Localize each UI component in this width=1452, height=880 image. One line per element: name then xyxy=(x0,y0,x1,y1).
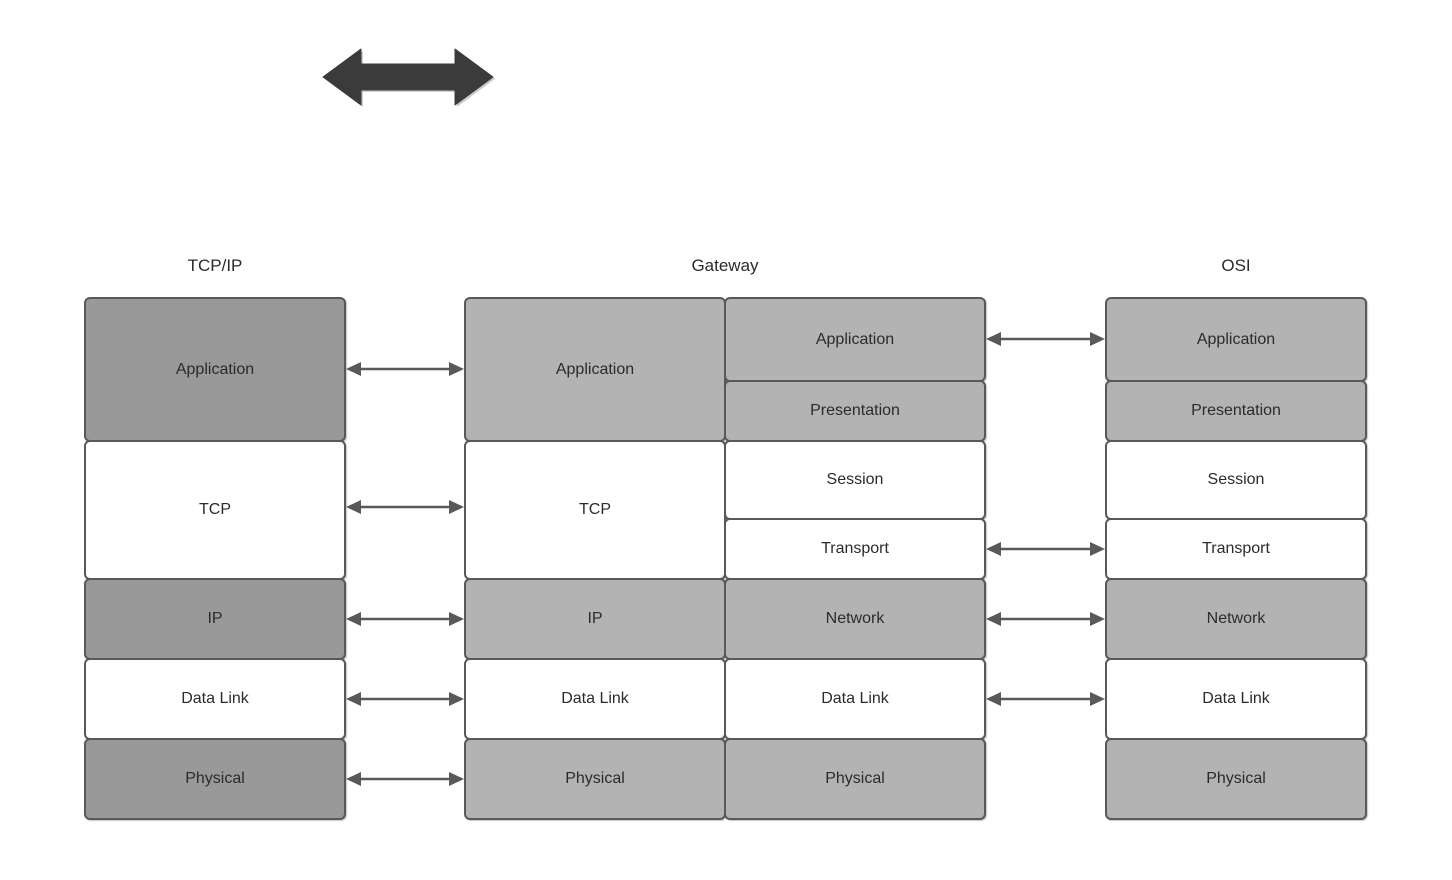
gateway-osi-layer-application[interactable]: Application xyxy=(724,297,986,382)
osi-layer-transport[interactable]: Transport xyxy=(1105,518,1367,580)
connector-ip-left-icon xyxy=(346,612,464,626)
gateway-osi-layer-session[interactable]: Session xyxy=(724,440,986,520)
tcpip-layer-data-link[interactable]: Data Link xyxy=(84,658,346,740)
gateway-osi-layer-data-link[interactable]: Data Link xyxy=(724,658,986,740)
column-title-osi: OSI xyxy=(1221,256,1251,275)
gateway-tcpip-layer-application[interactable]: Application xyxy=(464,297,726,442)
tcpip-layer-physical[interactable]: Physical xyxy=(84,738,346,820)
gateway-osi-layer-network[interactable]: Network xyxy=(724,578,986,660)
gateway-osi-layer-presentation[interactable]: Presentation xyxy=(724,380,986,442)
gateway-osi-layer-transport[interactable]: Transport xyxy=(724,518,986,580)
column-title-tcpip: TCP/IP xyxy=(187,256,243,275)
connector-data-link-left-icon xyxy=(346,692,464,706)
connector-data-link-right-icon xyxy=(986,692,1105,706)
gateway-tcpip-layer-physical[interactable]: Physical xyxy=(464,738,726,820)
osi-layer-physical[interactable]: Physical xyxy=(1105,738,1367,820)
osi-layer-network[interactable]: Network xyxy=(1105,578,1367,660)
osi-layer-application[interactable]: Application xyxy=(1105,297,1367,382)
gateway-tcpip-layer-ip[interactable]: IP xyxy=(464,578,726,660)
double-headed-arrow-icon xyxy=(322,48,495,107)
connector-physical-left-icon xyxy=(346,772,464,786)
tcpip-layer-ip[interactable]: IP xyxy=(84,578,346,660)
connector-application-left-icon xyxy=(346,362,464,376)
tcpip-layer-tcp[interactable]: TCP xyxy=(84,440,346,580)
osi-layer-presentation[interactable]: Presentation xyxy=(1105,380,1367,442)
connector-application-right-icon xyxy=(986,332,1105,346)
connector-tcp-left-icon xyxy=(346,500,464,514)
column-title-gateway: Gateway xyxy=(691,256,759,275)
gateway-tcpip-layer-tcp[interactable]: TCP xyxy=(464,440,726,580)
connector-transport-right-icon xyxy=(986,542,1105,556)
osi-layer-session[interactable]: Session xyxy=(1105,440,1367,520)
connector-network-right-icon xyxy=(986,612,1105,626)
gateway-tcpip-layer-data-link[interactable]: Data Link xyxy=(464,658,726,740)
gateway-osi-layer-physical[interactable]: Physical xyxy=(724,738,986,820)
osi-layer-data-link[interactable]: Data Link xyxy=(1105,658,1367,740)
tcpip-layer-application[interactable]: Application xyxy=(84,297,346,442)
